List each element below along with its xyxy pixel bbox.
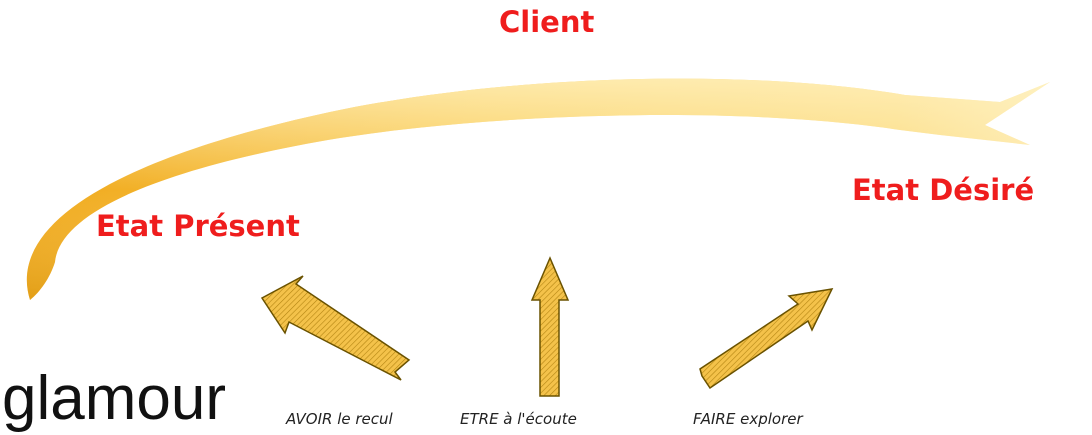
client-label: Client [499, 5, 595, 39]
caption-avoir: AVOIR le recul [286, 410, 393, 428]
curved-arrow-shading [26, 78, 1050, 301]
desired-state-label: Etat Désiré [852, 173, 1035, 207]
caption-etre: ETRE à l'écoute [460, 410, 577, 428]
caption-faire: FAIRE explorer [693, 410, 803, 428]
arrow-faire [699, 288, 834, 390]
arrow-etre [530, 256, 570, 397]
arrow-etre-shape [530, 256, 570, 397]
curved-process-arrow [26, 78, 1050, 301]
arrow-avoir-shape [260, 275, 411, 381]
arrow-faire-shape [699, 288, 834, 390]
overlay-word: glamour [2, 364, 226, 433]
arrow-avoir [260, 275, 411, 381]
present-state-label: Etat Présent [96, 209, 300, 243]
